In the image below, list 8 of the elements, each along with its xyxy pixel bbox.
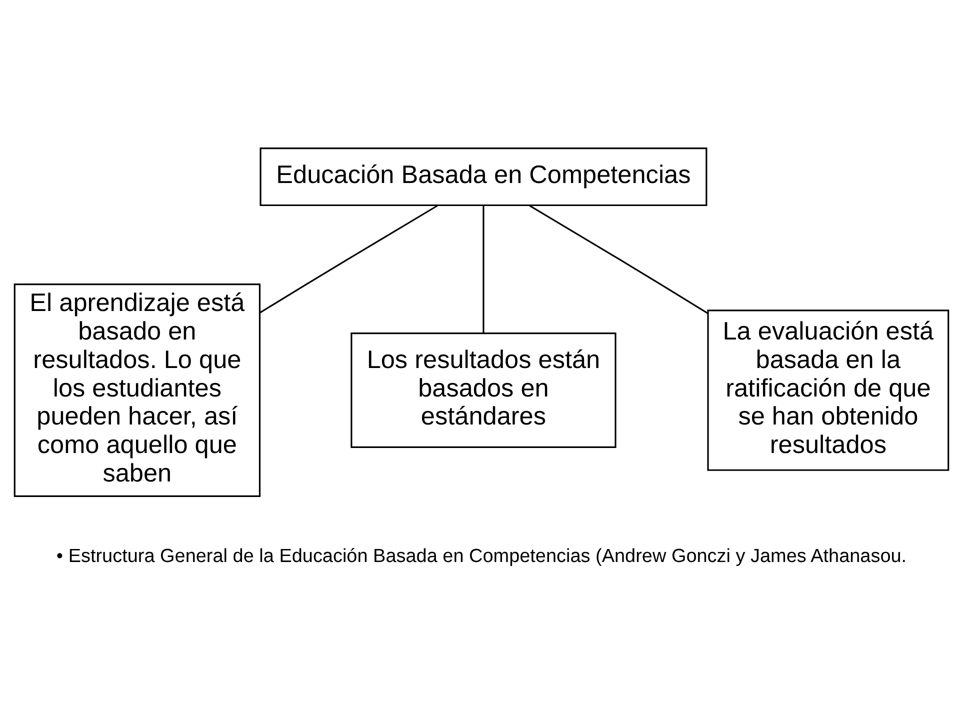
node-box: El aprendizaje está basado en resultados. Lo que los estudiantes pueden hacer, así como aquello que saben xyxy=(14,283,261,496)
node-box: Los resultados están basados en estándares xyxy=(350,332,616,448)
connector xyxy=(529,204,708,314)
connector xyxy=(482,204,484,332)
caption: • Estructura General de la Educación Basada en Competencias (Andrew Gonczi y James Athanasou. xyxy=(56,545,907,566)
node-box: La evaluación está basada en la ratificación de que se han obtenido resultados xyxy=(707,309,950,470)
node-box: Educación Basada en Competencias xyxy=(260,147,708,206)
connector xyxy=(260,204,438,313)
